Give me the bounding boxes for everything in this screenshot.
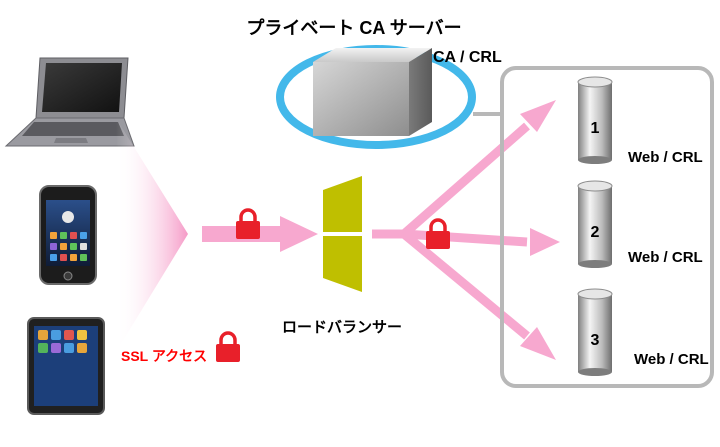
tablet-icon	[27, 317, 105, 415]
server-number: 3	[591, 332, 600, 349]
ssl-legend-lock-icon	[216, 331, 240, 362]
arrow-to-server-1	[401, 122, 530, 238]
server-role: Web / CRL	[628, 249, 703, 266]
laptop-icon	[4, 57, 135, 147]
server-number: 1	[591, 120, 600, 137]
server-group-box	[500, 66, 714, 388]
lock-icon	[236, 208, 260, 239]
smartphone-icon	[39, 185, 97, 285]
client-traffic-fan	[116, 118, 188, 352]
load-balancer-label: ロードバランサー	[282, 319, 402, 336]
ca-server-role: CA / CRL	[433, 49, 502, 66]
web-server-2-icon	[577, 180, 613, 268]
server-role: Web / CRL	[628, 149, 703, 166]
arrow-to-server-2	[403, 229, 528, 247]
ssl-access-legend: SSL アクセス	[121, 348, 207, 364]
load-balancer-icon	[323, 176, 362, 292]
ca-server-title: プライベート CA サーバー	[246, 17, 461, 38]
lock-icon	[426, 218, 450, 249]
server-number: 2	[591, 224, 600, 241]
server-role: Web / CRL	[634, 351, 709, 368]
web-server-3-icon	[577, 288, 613, 376]
web-server-1-icon	[577, 76, 613, 164]
arrow-heads	[520, 100, 560, 360]
ca-server-icon	[313, 48, 432, 136]
arrow-to-server-3	[401, 230, 530, 340]
lb-to-server-arrows	[372, 122, 530, 340]
